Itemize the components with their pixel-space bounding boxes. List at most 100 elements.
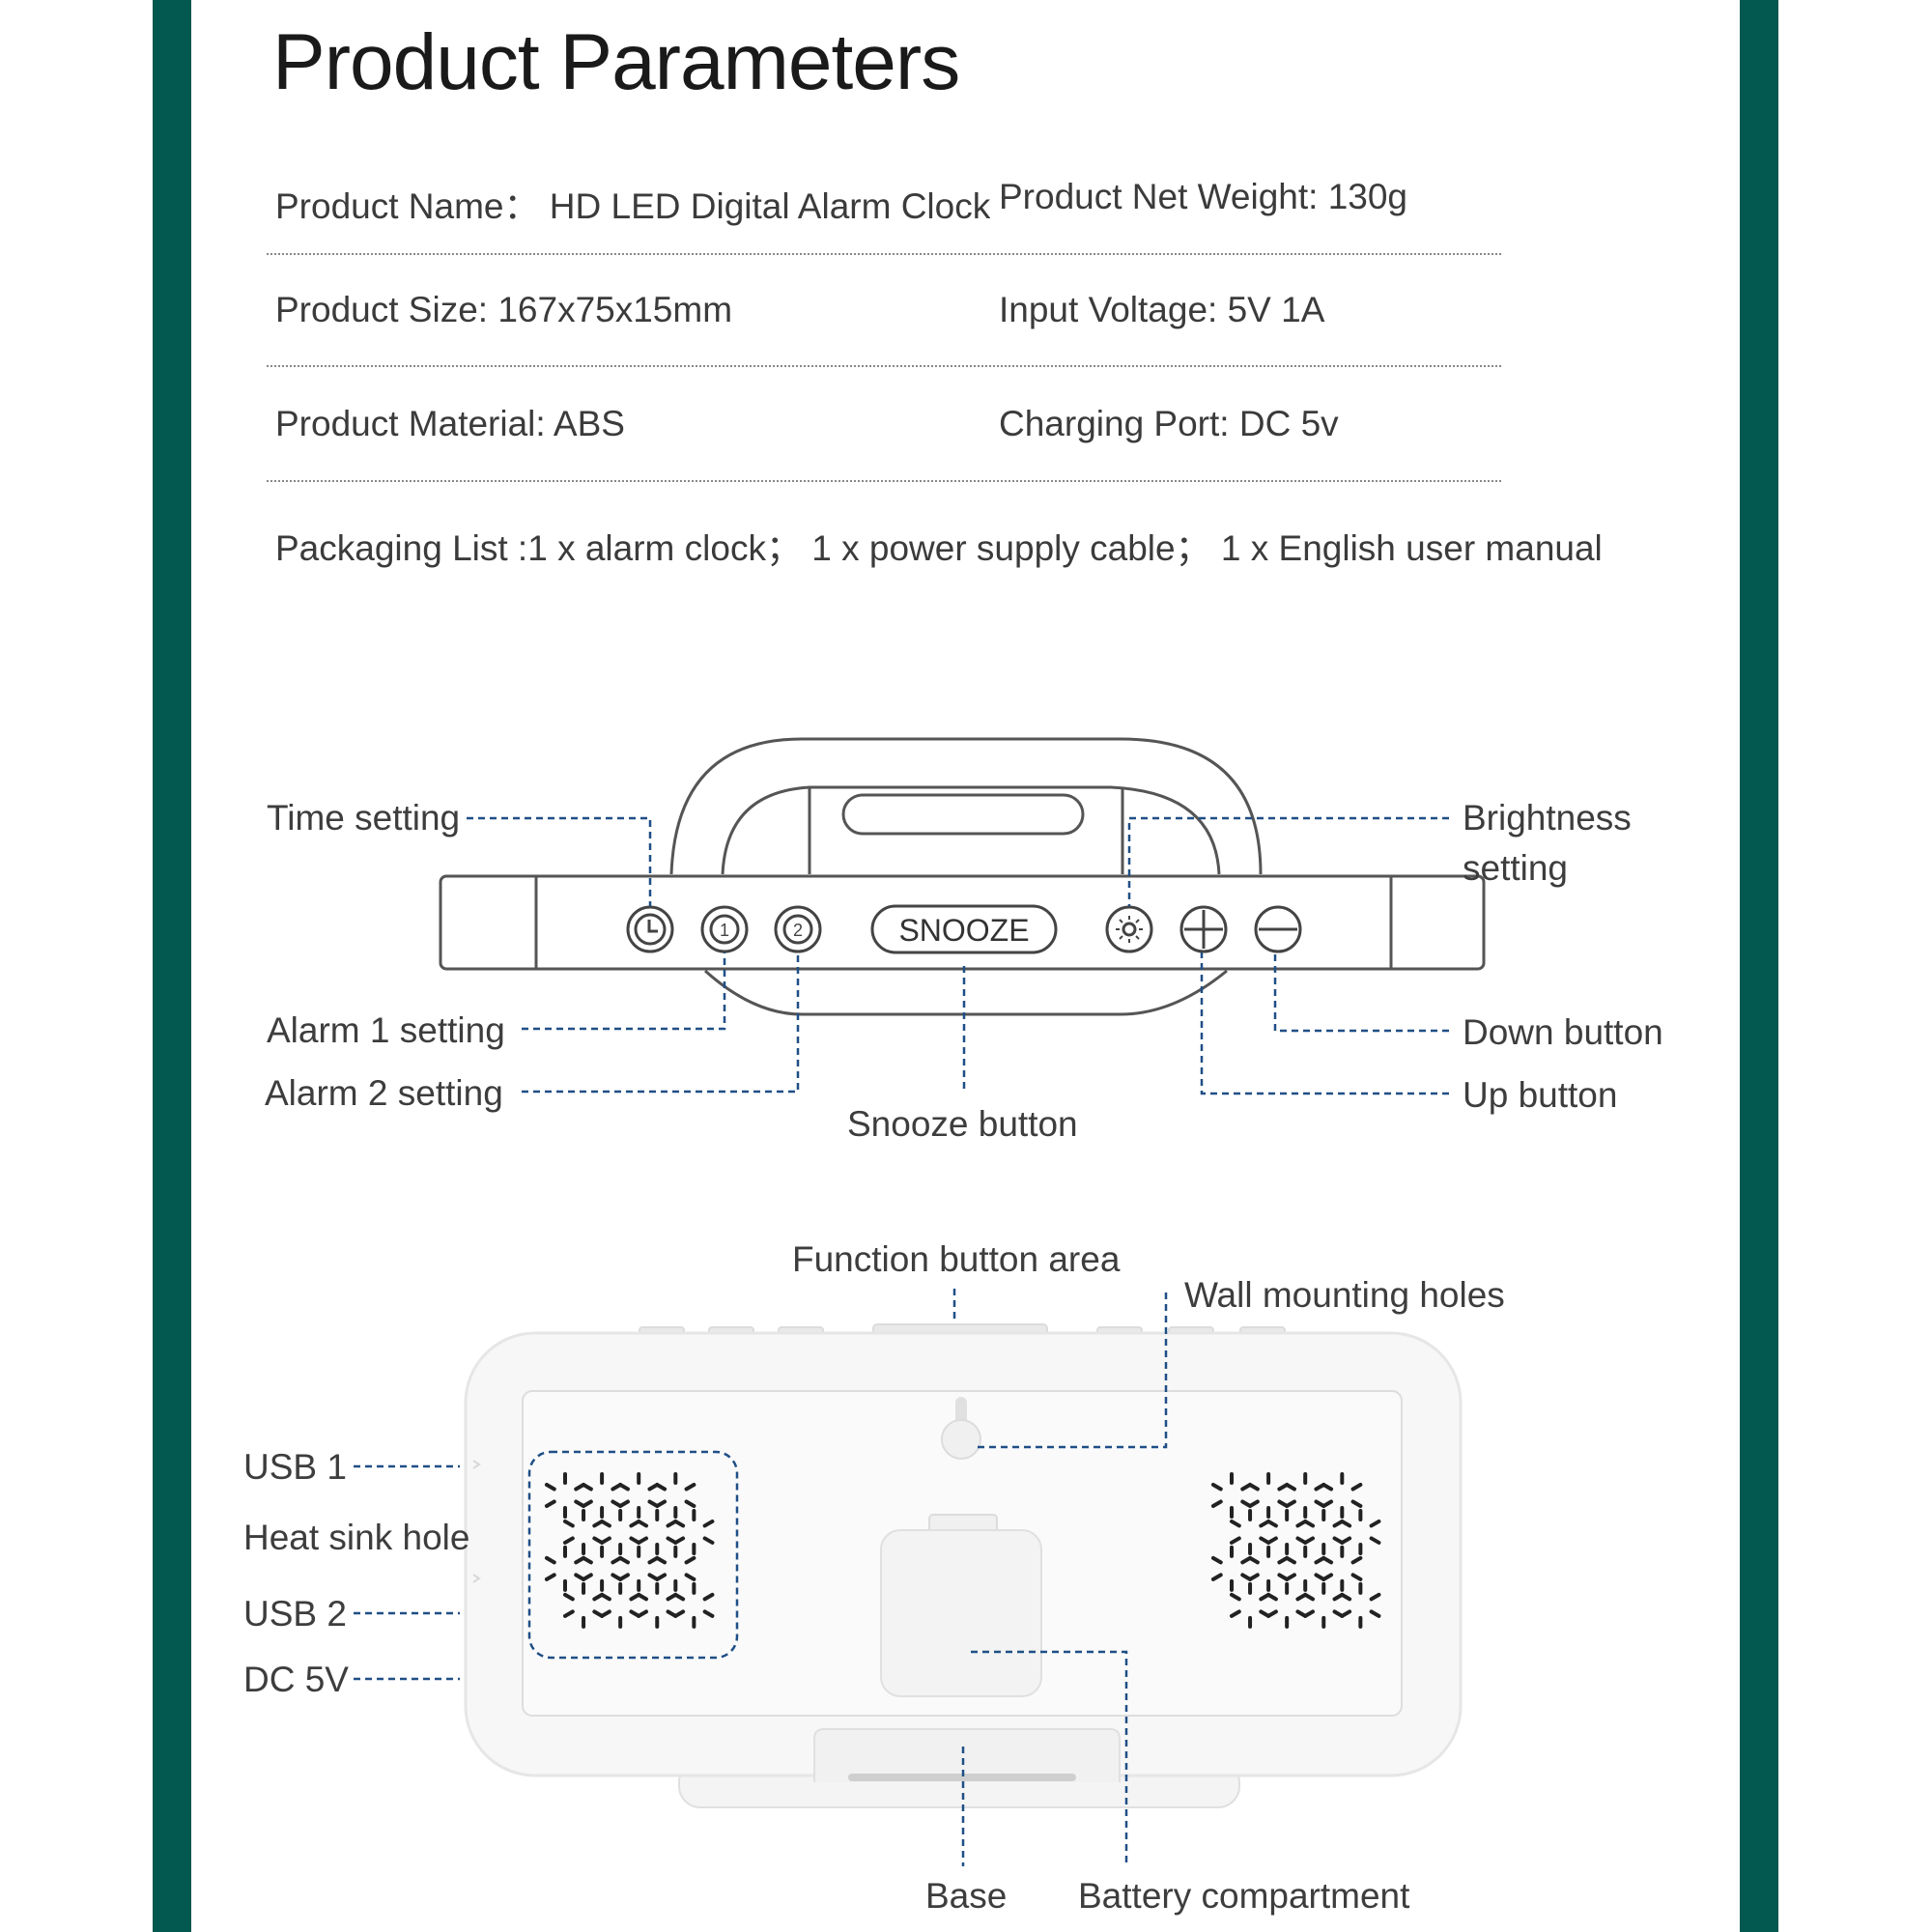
vent-slot (600, 1609, 611, 1618)
param-label: Packaging List : (275, 528, 528, 568)
vent-slot (702, 1536, 715, 1545)
leader-lines-back (354, 1289, 1168, 1866)
vent-holes-right (1210, 1472, 1381, 1629)
label-function-button-area: Function button area (792, 1239, 1121, 1279)
snooze-key-label: SNOOZE (898, 913, 1029, 948)
label-dc-5v: DC 5V (243, 1660, 349, 1699)
alarm-2-icon: 2 (774, 905, 822, 953)
vent-slot (563, 1592, 575, 1602)
vent-slot (1248, 1499, 1260, 1508)
param-packaging-list: Packaging List :1 x alarm clock； 1 x pow… (275, 519, 1603, 571)
divider (267, 253, 1501, 255)
alarm-1-icon: 1 (700, 905, 749, 953)
vent-slot (582, 1573, 593, 1581)
right-border-band (1740, 0, 1778, 1932)
param-label: Input Voltage: (999, 290, 1218, 329)
param-value: HD LED Digital Alarm Clock (549, 186, 991, 226)
label-brightness-setting-line1: Brightness (1463, 798, 1632, 838)
vent-slot (1248, 1573, 1260, 1581)
param-value: 5V 1A (1227, 290, 1325, 329)
vent-slot (637, 1609, 649, 1618)
vent-slot (1350, 1555, 1363, 1565)
label-alarm-2-setting: Alarm 2 setting (265, 1073, 503, 1113)
vent-slot (600, 1536, 611, 1545)
vent-slot (673, 1519, 686, 1528)
vent-slot (618, 1555, 630, 1565)
vent-slot (618, 1573, 630, 1581)
vent-slot (1350, 1499, 1363, 1508)
label-up-button: Up button (1463, 1075, 1618, 1115)
vent-slot (684, 1483, 696, 1492)
param-label: Charging Port: (999, 404, 1230, 443)
vent-slot (1230, 1609, 1241, 1618)
vent-slot (673, 1609, 686, 1618)
vent-slot (1210, 1499, 1223, 1508)
vent-slot (618, 1499, 630, 1508)
vent-slot (1285, 1483, 1296, 1492)
vent-slot (1321, 1499, 1334, 1508)
label-alarm-1-setting: Alarm 1 setting (267, 1010, 505, 1050)
vent-holes-left (544, 1472, 715, 1629)
vent-slot (1230, 1536, 1241, 1545)
vent-slot (684, 1499, 696, 1508)
vent-slot (1210, 1555, 1223, 1565)
vent-slot (1369, 1519, 1381, 1528)
vent-slot (1248, 1483, 1260, 1492)
svg-text:1: 1 (720, 921, 729, 940)
vent-slot (1210, 1483, 1223, 1492)
vent-slot (1285, 1555, 1296, 1565)
label-usb-1: USB 1 (243, 1447, 347, 1487)
clock-top-view (439, 737, 1486, 1016)
page-title: Product Parameters (272, 18, 960, 106)
vent-slot (544, 1499, 556, 1508)
vent-slot (1321, 1573, 1334, 1581)
vent-slot (1230, 1592, 1241, 1602)
vent-slot (637, 1519, 649, 1528)
vent-slot (1266, 1519, 1278, 1528)
label-down-button: Down button (1463, 1012, 1663, 1052)
vent-slot (1321, 1483, 1334, 1492)
vent-slot (582, 1483, 593, 1492)
vent-slot (1230, 1519, 1241, 1528)
param-product-material: Product Material: ABS (275, 404, 625, 444)
label-snooze-button: Snooze button (847, 1104, 1078, 1144)
vent-slot (1340, 1609, 1352, 1618)
brightness-icon (1105, 905, 1153, 953)
vent-slot (1266, 1592, 1278, 1602)
param-value: ABS (553, 404, 625, 443)
label-battery-compartment: Battery compartment (1078, 1876, 1410, 1916)
param-value: DC 5v (1238, 404, 1339, 443)
vent-slot (655, 1573, 668, 1581)
param-value: 130g (1327, 177, 1408, 216)
vent-slot (544, 1483, 556, 1492)
vent-slot (673, 1536, 686, 1545)
vent-slot (582, 1499, 593, 1508)
vent-slot (618, 1483, 630, 1492)
left-border-band (153, 0, 191, 1932)
vent-slot (582, 1555, 593, 1565)
vent-slot (1285, 1573, 1296, 1581)
vent-slot (702, 1519, 715, 1528)
vent-slot (1369, 1592, 1381, 1602)
vent-slot (1210, 1573, 1223, 1581)
vent-slot (1303, 1592, 1316, 1602)
vent-slot (655, 1483, 668, 1492)
param-value: 1 x alarm clock； 1 x power supply cable；… (527, 528, 1603, 568)
vent-slot (1303, 1536, 1316, 1545)
vent-slot (1248, 1555, 1260, 1565)
clock-icon (626, 905, 674, 953)
vent-slot (684, 1573, 696, 1581)
vent-slot (655, 1555, 668, 1565)
minus-icon (1254, 905, 1302, 953)
label-brightness-setting-line2: setting (1463, 848, 1569, 888)
param-label: Product Size: (275, 290, 489, 329)
vent-slot (563, 1609, 575, 1618)
vent-slot (1321, 1555, 1334, 1565)
svg-text:2: 2 (793, 921, 803, 940)
label-base: Base (925, 1876, 1008, 1916)
param-label: Product Name： (275, 186, 540, 226)
plus-icon (1179, 905, 1228, 953)
vent-slot (1340, 1536, 1352, 1545)
vent-slot (1350, 1483, 1363, 1492)
vent-slot (702, 1592, 715, 1602)
